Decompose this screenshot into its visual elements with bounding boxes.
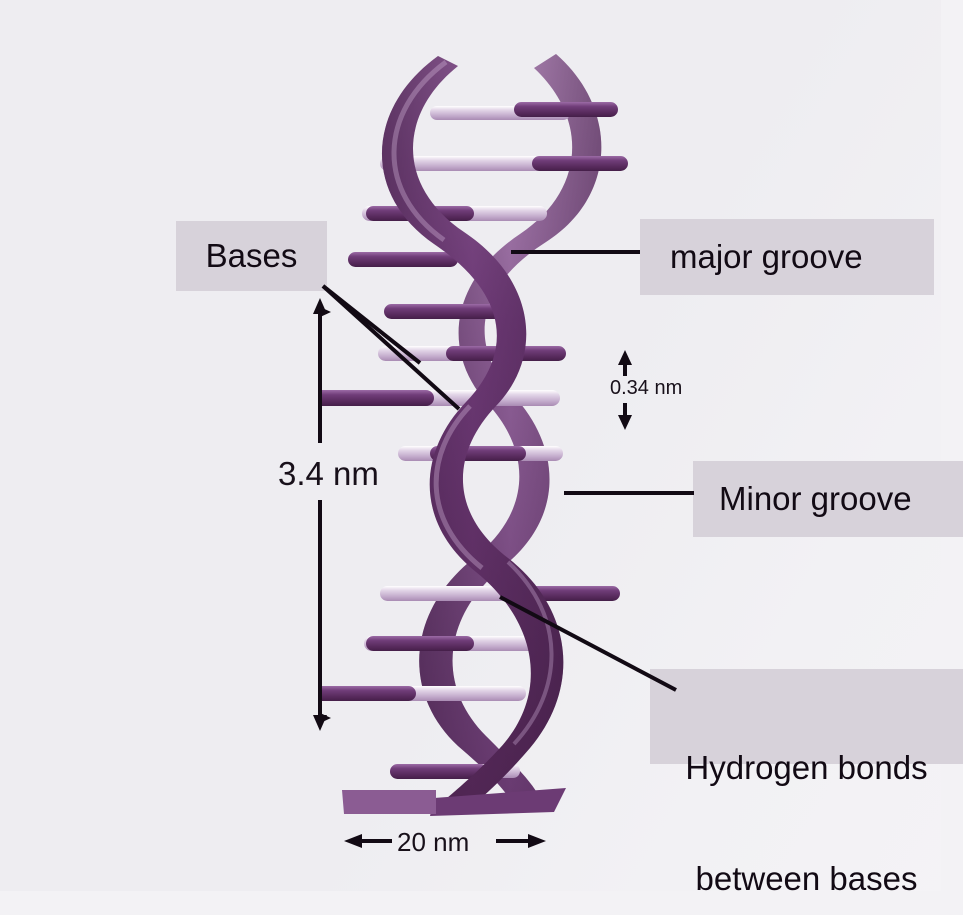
dimension-helix-width-text: 20 nm bbox=[397, 827, 470, 857]
dimension-base-rise-text: 0.34 nm bbox=[610, 377, 683, 399]
label-hydrogen-bonds-line1: Hydrogen bonds bbox=[685, 748, 928, 786]
label-hydrogen-bonds-line2: between bases bbox=[695, 859, 918, 897]
background-bottom-edge bbox=[0, 891, 963, 915]
helix-backbone-back bbox=[419, 54, 602, 808]
label-bases: Bases bbox=[176, 221, 327, 291]
label-minor-groove: Minor groove bbox=[693, 461, 963, 537]
helix-bottom-tail bbox=[342, 788, 566, 816]
label-hydrogen-bonds: Hydrogen bonds between bases bbox=[650, 669, 963, 897]
dimension-helix-pitch-text: 3.4 nm bbox=[278, 455, 379, 492]
label-major-groove: major groove bbox=[640, 219, 934, 295]
dna-double-helix-illustration bbox=[318, 54, 628, 816]
label-minor-groove-text: Minor groove bbox=[719, 479, 912, 517]
label-bases-text: Bases bbox=[205, 236, 298, 274]
label-major-groove-text: major groove bbox=[670, 237, 863, 275]
